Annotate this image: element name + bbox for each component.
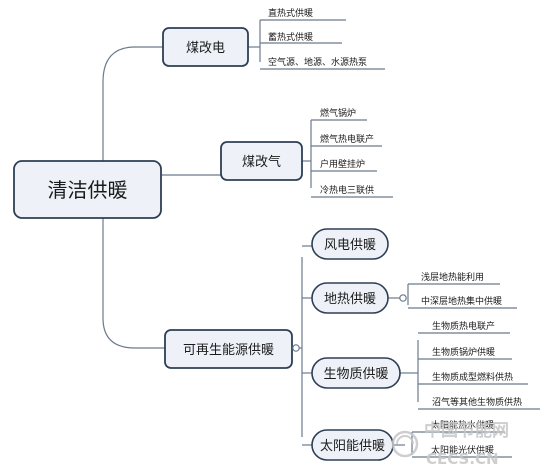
leaf-list-geothermal: 浅层地热能利用 中深层地热集中供暖 [421, 271, 502, 307]
leaf-label: 生物质成型燃料供热 [432, 371, 513, 383]
subbranch-label: 太阳能供暖 [320, 439, 385, 454]
connector-root-renewable [102, 217, 165, 349]
branch-coal-to-electric: 煤改电 [162, 27, 249, 67]
root-label: 清洁供暖 [48, 178, 128, 202]
leaf-label: 蓄热式供暖 [268, 31, 313, 43]
leaf-label: 直热式供暖 [268, 7, 313, 19]
subbranch-wind: 风电供暖 [311, 228, 389, 260]
leaf-label: 生物质热电联产 [432, 320, 495, 332]
leaf-list-coal-to-gas: 燃气锅炉 燃气热电联产 户用壁挂炉 冷热电三联供 [320, 107, 374, 196]
subbranch-label: 地热供暖 [324, 292, 376, 307]
branch-label: 煤改气 [242, 154, 281, 170]
leaf-label: 太阳能热水供暖 [431, 419, 494, 431]
subbranch-label: 风电供暖 [324, 238, 376, 253]
collapse-dot [399, 294, 407, 302]
watermark-cn-text: 中国节能网 [424, 420, 509, 441]
leaf-label: 浅层地热能利用 [421, 271, 484, 283]
branch-renewable: 可再生能源供暖 [164, 329, 293, 369]
leaf-label: 户用壁挂炉 [320, 158, 365, 170]
branch-coal-to-gas: 煤改气 [220, 141, 303, 181]
leaf-label: 中深层地热集中供暖 [421, 295, 502, 307]
watermark-en-text: CECS.CN [426, 450, 499, 468]
leaf-label: 燃气锅炉 [320, 107, 356, 119]
leaf-label: 生物质锅炉供暖 [432, 346, 495, 358]
subbranch-biomass: 生物质供暖 [311, 357, 401, 389]
leaf-list-solar: 太阳能热水供暖 太阳能光伏供暖 [431, 419, 494, 456]
root-node: 清洁供暖 [13, 160, 162, 219]
leaf-label: 太阳能光伏供暖 [431, 444, 494, 456]
collapse-dot [292, 344, 300, 352]
watermark-logo-arc [396, 435, 414, 445]
subbranch-geothermal: 地热供暖 [311, 282, 389, 314]
connector-root-coal-to-electric [102, 46, 163, 162]
leaf-label: 沼气等其他生物质供热 [432, 396, 522, 408]
watermark-logo-icon [391, 430, 419, 458]
connector-lines [102, 19, 540, 458]
subbranch-solar: 太阳能供暖 [311, 429, 394, 461]
subbranch-label: 生物质供暖 [323, 367, 388, 382]
branch-label: 煤改电 [186, 41, 225, 56]
leaf-label: 燃气热电联产 [320, 133, 374, 145]
leaf-label: 冷热电三联供 [320, 184, 374, 196]
branch-label: 可再生能源供暖 [183, 343, 274, 358]
watermark: 中国节能网 CECS.CN [391, 420, 509, 468]
leaf-list-biomass: 生物质热电联产 生物质锅炉供暖 生物质成型燃料供热 沼气等其他生物质供热 [432, 320, 522, 408]
leaf-list-coal-to-electric: 直热式供暖 蓄热式供暖 空气源、地源、水源热泵 [268, 7, 367, 68]
leaf-label: 空气源、地源、水源热泵 [268, 56, 367, 68]
